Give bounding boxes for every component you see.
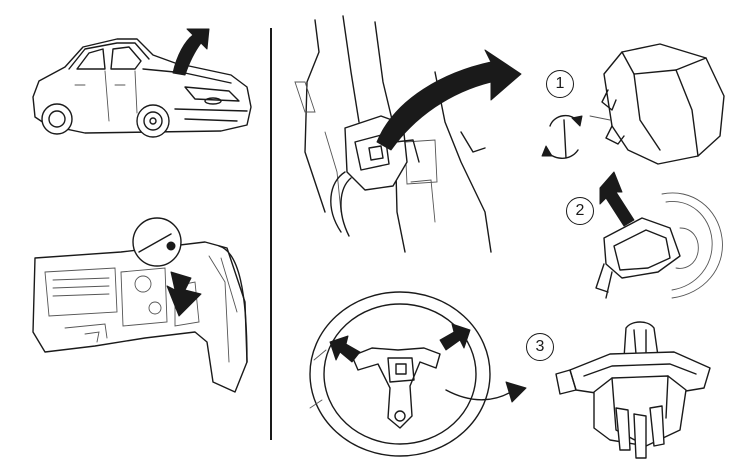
- bulb-removal-illustration: [595, 171, 723, 299]
- retaining-clip-illustration: [309, 291, 527, 457]
- engine-bay-illustration: [32, 217, 248, 393]
- pull-connector-arrow: [376, 49, 522, 151]
- step-2-number: 2: [566, 197, 594, 225]
- headlight-bulb-illustration: [555, 321, 711, 459]
- step-1-number: 1: [546, 70, 574, 98]
- car-hood-open-illustration: [32, 28, 252, 138]
- location-arrow: [166, 271, 202, 317]
- press-clip-right-arrow: [439, 323, 471, 351]
- bulb-socket-illustration: [541, 43, 725, 165]
- connector-removal-illustration: [294, 15, 522, 253]
- section-divider: [270, 28, 272, 440]
- pull-bulb-arrow: [599, 171, 635, 227]
- remove-bulb-arrow: [505, 381, 527, 403]
- hood-open-arrow: [172, 28, 210, 76]
- step-3-number: 3: [526, 333, 554, 361]
- press-clip-left-arrow: [329, 335, 361, 363]
